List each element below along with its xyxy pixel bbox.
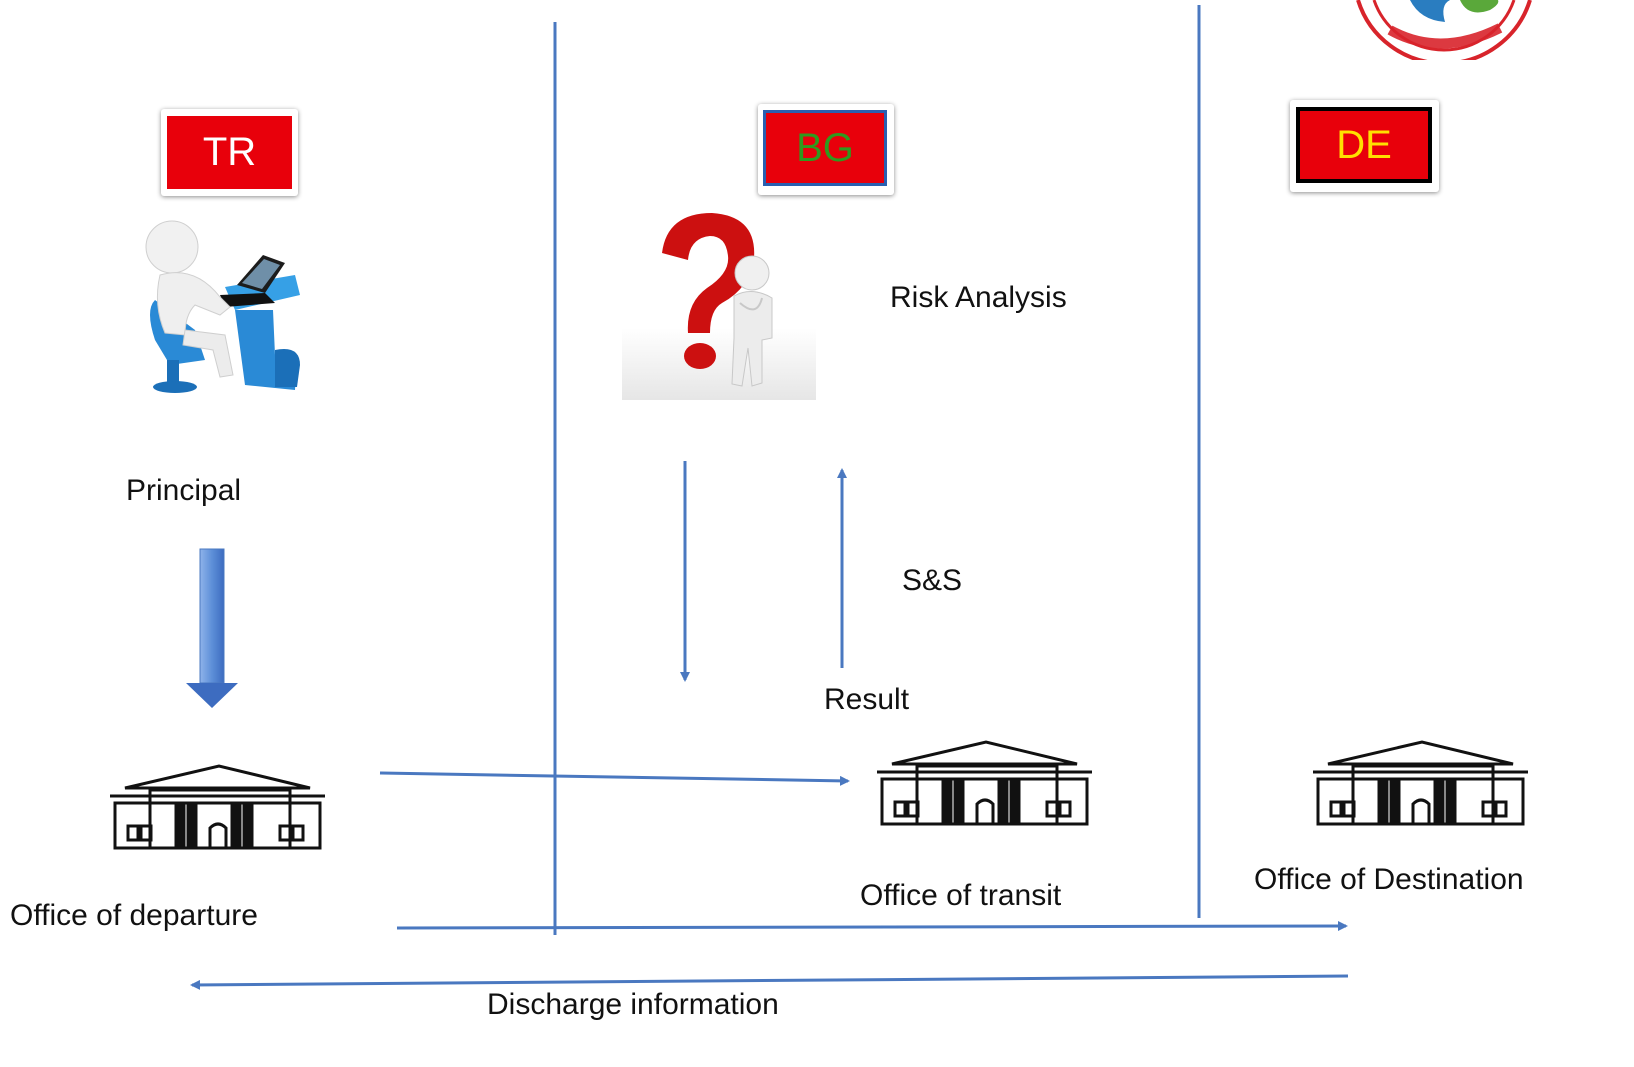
ministry-of-customs-seal-icon <box>1356 0 1532 60</box>
ss-label: S&S <box>902 564 963 597</box>
person-at-laptop-icon <box>145 220 300 393</box>
customs-office-building-icon <box>877 740 1092 826</box>
country-code-text: BG <box>796 125 854 170</box>
arrow-discharge <box>190 974 1349 990</box>
principal-label: Principal <box>126 474 242 507</box>
arrow-principal-to-departure <box>186 548 238 708</box>
customs-office-building-icon <box>110 764 325 850</box>
office-of-transit-label: Office of transit <box>860 879 1062 912</box>
risk-analysis-label: Risk Analysis <box>890 281 1067 314</box>
result-label: Result <box>824 683 910 716</box>
country-code-destination: DE <box>1290 100 1439 192</box>
question-mark-person-icon <box>622 213 816 400</box>
country-code-departure: TR <box>161 109 298 196</box>
discharge-information-label: Discharge information <box>487 988 779 1021</box>
customs-office-building-icon <box>1313 740 1528 826</box>
country-code-text: DE <box>1336 122 1392 167</box>
arrow-departure-to-destination <box>396 921 1348 932</box>
country-code-text: TR <box>202 130 257 174</box>
arrow-departure-to-transit <box>379 771 850 786</box>
office-of-destination-label: Office of Destination <box>1254 863 1524 896</box>
office-of-departure-label: Office of departure <box>10 899 258 932</box>
country-code-transit: BG <box>758 104 894 195</box>
